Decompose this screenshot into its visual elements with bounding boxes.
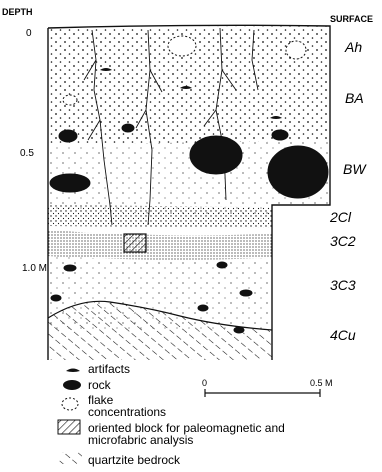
artifact-icon	[66, 369, 80, 373]
legend-flake-label-line2: concentrations	[88, 405, 166, 419]
flake-concentration-icon	[62, 398, 78, 410]
horizon-label-3c3: 3C3	[330, 277, 356, 293]
depth-axis-title: DEPTH	[2, 7, 33, 17]
horizon-2cl-fill	[48, 205, 272, 228]
rock	[198, 305, 208, 311]
rock-icon	[63, 380, 81, 390]
rock	[234, 327, 244, 333]
depth-tick-0-5: 0.5	[20, 148, 34, 159]
rock	[190, 136, 242, 174]
flake-concentration	[168, 36, 196, 56]
scale-bar-end-label: 0.5 M	[310, 378, 333, 388]
legend-oriented-label-line2: microfabric analysis	[88, 433, 193, 447]
scale-bar: 0 0.5 M	[202, 378, 333, 397]
surface-label: SURFACE	[330, 14, 373, 24]
rock	[122, 124, 134, 132]
legend-rock-label: rock	[88, 378, 112, 392]
flake-concentration	[63, 95, 77, 105]
rock	[268, 146, 328, 198]
horizon-label-bw: BW	[343, 161, 367, 177]
depth-tick-1-0: 1.0 M	[22, 263, 47, 274]
depth-tick-0: 0	[26, 28, 32, 39]
rock	[59, 130, 77, 142]
flake-concentration	[286, 41, 306, 59]
rock	[272, 130, 288, 140]
rock	[64, 265, 76, 271]
rock	[50, 174, 90, 192]
rock	[240, 290, 252, 296]
rock	[217, 262, 227, 268]
scale-bar-start-label: 0	[202, 378, 207, 388]
horizon-label-3c2: 3C2	[330, 233, 356, 249]
bedrock-hatch-icon	[58, 452, 82, 464]
rock	[51, 295, 61, 301]
legend: artifacts rock flake concentrations orie…	[58, 362, 285, 467]
horizon-label-4cu: 4Cu	[330, 327, 356, 343]
legend-artifacts-label: artifacts	[88, 362, 130, 376]
oriented-block-sample	[124, 234, 146, 252]
hatched-block-icon	[58, 420, 80, 434]
soil-profile	[48, 25, 330, 360]
horizon-label-ba: BA	[345, 90, 364, 106]
horizon-label-2cl: 2Cl	[329, 209, 352, 225]
horizon-label-ah: Ah	[344, 39, 362, 55]
legend-bedrock-label: quartzite bedrock	[88, 453, 181, 467]
